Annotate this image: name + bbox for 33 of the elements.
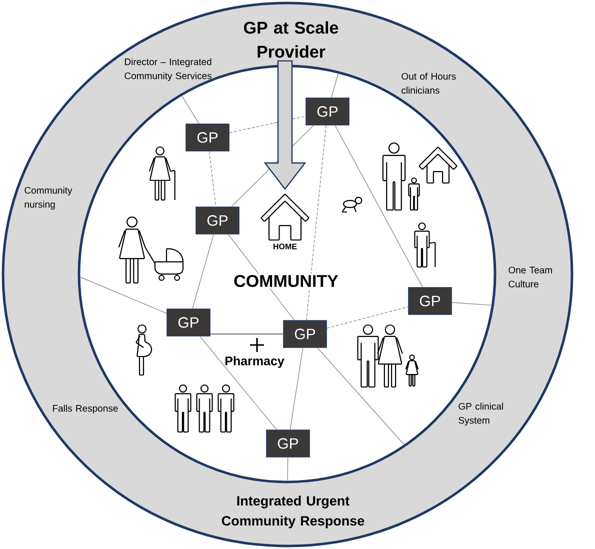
connector-line (192, 234, 214, 309)
practice-box: GP (306, 98, 350, 126)
connector-line (452, 302, 492, 306)
ring-label: One Team Culture (508, 266, 552, 288)
practice-box: GP (186, 124, 230, 152)
connector-line (317, 348, 404, 445)
practice-box: GP (266, 430, 310, 458)
connector-line (287, 457, 288, 482)
connector-line (80, 276, 167, 314)
connector-line (306, 125, 326, 320)
ring-label: GP clinical System (458, 402, 503, 426)
connector-line (290, 348, 304, 430)
ring-label: Director – Integrated Community Services (124, 58, 212, 82)
practice-box: GP (408, 287, 452, 315)
heading: GP at Scale Provider (244, 21, 338, 58)
practice-box: GP (283, 320, 327, 348)
connector-line (200, 336, 277, 430)
connector-line (229, 116, 306, 134)
ring-label: Community nursing (24, 186, 72, 210)
ring-label: Out of Hours clinicians (402, 72, 456, 94)
center-label: COMMUNITY (232, 273, 340, 289)
connector-line (331, 73, 339, 98)
practice-box: GP (196, 206, 240, 234)
map-label: Pharmacy (225, 356, 284, 368)
practice-box: GP (166, 308, 210, 336)
ring-label: Falls Response (53, 404, 118, 414)
connector-line (181, 95, 200, 124)
block-arrow (264, 60, 306, 190)
labelled-house: HOME (260, 194, 310, 250)
connector-line (326, 306, 408, 329)
footer-heading: Integrated Urgent Community Response (222, 496, 364, 528)
connector-line (208, 151, 216, 207)
connector-line (334, 125, 423, 288)
